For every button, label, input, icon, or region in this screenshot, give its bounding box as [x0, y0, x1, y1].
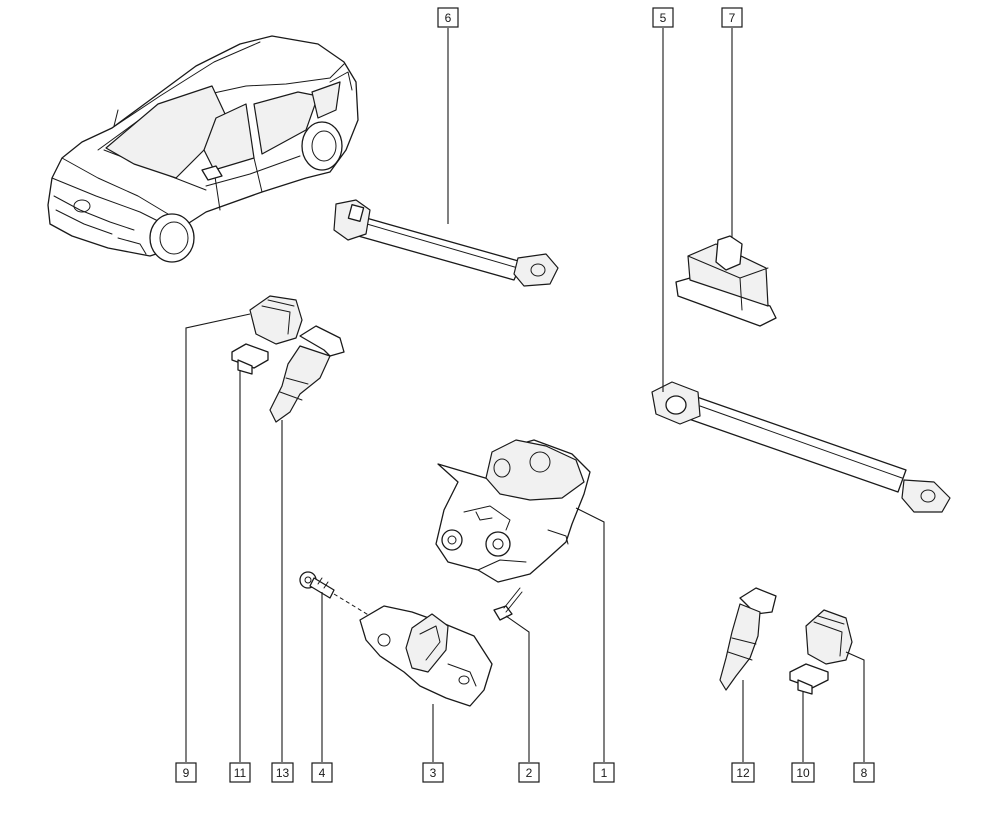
callout-label: 3 [430, 766, 437, 780]
callout-label: 8 [861, 766, 868, 780]
cap-11 [231, 343, 269, 375]
striker-3 [359, 605, 493, 707]
leader-lines [185, 28, 865, 762]
callout-label: 7 [729, 11, 736, 25]
fastener-13 [269, 325, 345, 423]
callout-2: 2 [518, 762, 540, 783]
callout-11: 11 [229, 762, 251, 783]
callout-1: 1 [593, 762, 615, 783]
callout-label: 10 [796, 766, 810, 780]
callout-8: 8 [853, 762, 875, 783]
gas-strut-upper [333, 199, 559, 287]
callout-4: 4 [311, 762, 333, 783]
callout-label: 13 [276, 766, 290, 780]
callout-10: 10 [791, 762, 815, 783]
callout-label: 2 [526, 766, 533, 780]
callout-6: 6 [437, 7, 459, 28]
fastener-12 [719, 587, 777, 691]
clip-9 [249, 295, 303, 345]
tailgate-switch [675, 235, 777, 327]
callout-label: 12 [736, 766, 750, 780]
screw-2 [493, 587, 523, 621]
clip-8 [805, 609, 853, 665]
callout-7: 7 [721, 7, 743, 28]
callout-3: 3 [422, 762, 444, 783]
callout-label: 1 [601, 766, 608, 780]
vehicle-illustration [47, 35, 359, 263]
screw-4 [299, 571, 335, 599]
callout-13: 13 [271, 762, 294, 783]
callout-label: 5 [660, 11, 667, 25]
tailgate-lock-1 [435, 439, 591, 583]
gas-strut-lower [651, 381, 951, 513]
callout-5: 5 [652, 7, 674, 28]
callout-label: 11 [234, 766, 247, 780]
callout-12: 12 [731, 762, 755, 783]
callout-label: 6 [445, 11, 452, 25]
callout-label: 4 [319, 766, 326, 780]
cap-10 [789, 663, 829, 695]
callout-label: 9 [183, 766, 190, 780]
callout-9: 9 [175, 762, 197, 783]
